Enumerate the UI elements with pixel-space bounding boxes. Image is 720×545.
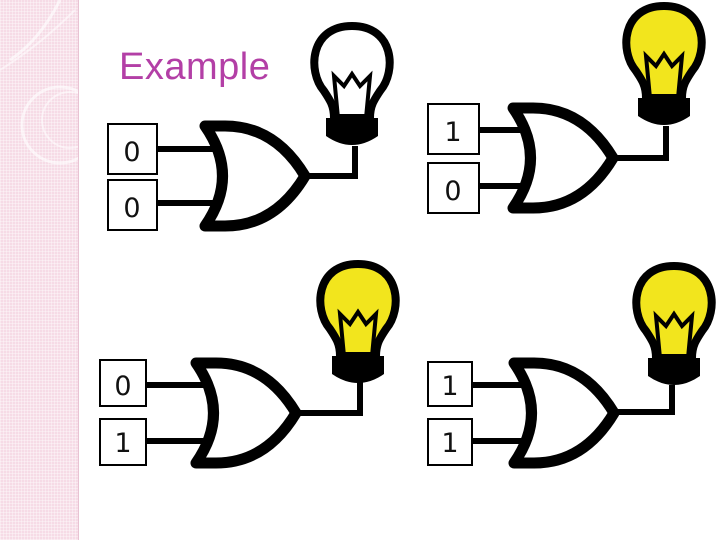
input-a-value: 1 [441,371,458,402]
or-gate [514,363,614,463]
decorative-sidebar [0,0,100,540]
or-gate [196,363,296,463]
light-bulb-icon [636,266,711,385]
slide-title: Example [119,46,271,88]
light-bulb-icon [314,26,389,145]
input-box [427,418,473,466]
or-gate [205,126,305,226]
circuit-top-right: 1 0 [427,6,702,214]
input-box [427,162,480,214]
input-box [99,418,147,466]
light-bulb-icon [626,6,701,125]
input-b-value: 0 [123,193,140,224]
input-b-value: 0 [444,176,461,207]
input-a-value: 1 [444,117,461,148]
light-bulb-icon [320,264,395,383]
input-box [427,361,473,407]
circuit-top-left: 0 0 [107,26,390,230]
or-gate [513,108,613,208]
sidebar-divider [78,0,79,540]
input-b-value: 1 [441,428,458,459]
input-a-value: 0 [114,371,131,402]
input-b-value: 1 [114,428,131,459]
input-a-value: 0 [123,137,140,168]
circuit-bottom-right: 1 1 [427,266,712,466]
circuit-bottom-left: 0 1 [99,264,396,466]
